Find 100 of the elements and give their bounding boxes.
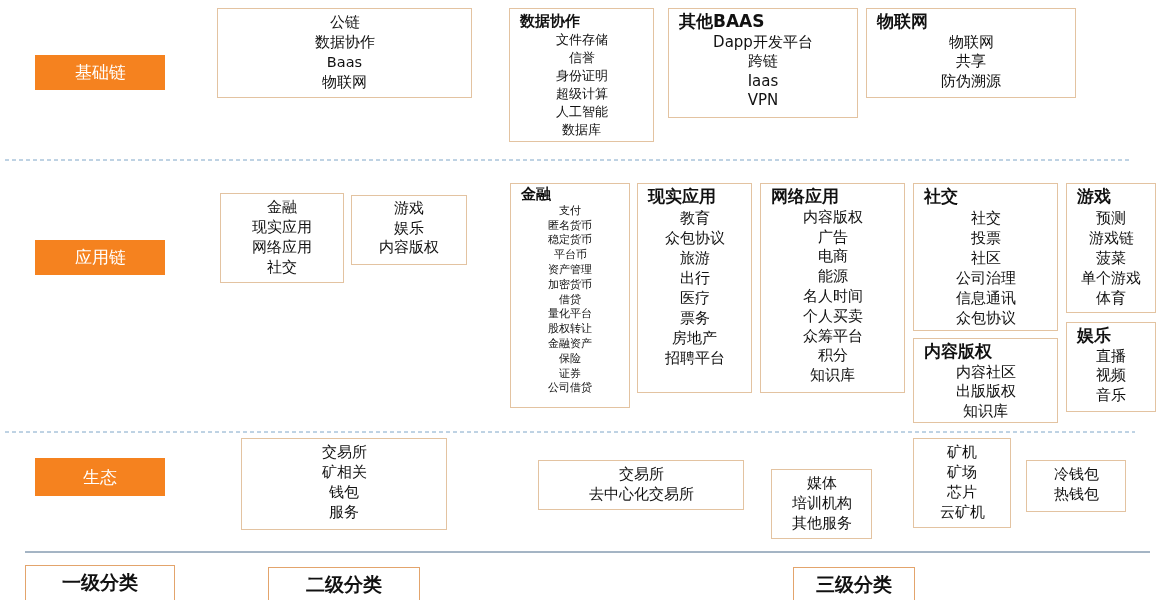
group-heading: 社交: [923, 187, 958, 207]
group-box: [866, 8, 1076, 98]
list-item: 信息通讯: [955, 289, 1016, 308]
list-item: 平台币: [553, 247, 587, 262]
list-item: 防伪溯源: [941, 71, 1001, 91]
group-box: [510, 183, 630, 408]
group-box: [509, 8, 654, 142]
list-item: 服务: [329, 503, 359, 522]
list-item: 股权转让: [548, 321, 592, 336]
list-item: 培训机构: [791, 494, 852, 513]
group-box: [913, 183, 1058, 331]
list-item: 现实应用: [252, 218, 312, 237]
list-item: 单个游戏: [1081, 269, 1141, 288]
list-item: 名人时间: [802, 287, 863, 306]
group-heading: 网络应用: [770, 187, 839, 207]
list-item: 证券: [559, 365, 581, 381]
level-box: [793, 567, 915, 600]
list-item: 媒体: [806, 474, 837, 493]
list-item: 资产管理: [548, 262, 592, 277]
list-item: 矿场: [947, 463, 977, 482]
level-box: [268, 567, 420, 600]
list-item: 热钱包: [1053, 485, 1099, 504]
list-item: 其他服务: [791, 514, 852, 533]
list-item: 加密货币: [548, 276, 592, 292]
list-item: 游戏链: [1088, 229, 1134, 248]
category-tag: [35, 55, 165, 90]
group-heading: 娱乐: [1075, 326, 1111, 346]
group-heading: 现实应用: [646, 187, 716, 207]
list-item: Dapp开发平台: [713, 32, 813, 52]
category-tag: [35, 458, 165, 496]
list-item: 内容社区: [955, 362, 1016, 382]
list-item: 数据协作: [314, 33, 375, 52]
list-item: 出行: [679, 269, 710, 288]
list-item: 共享: [956, 52, 986, 71]
category-label: 生态: [83, 465, 117, 489]
list-item: 稳定货币: [548, 232, 592, 248]
list-item: 广告: [817, 227, 848, 247]
list-item: 跨链: [748, 52, 778, 72]
group-heading: 其他BAAS: [678, 12, 765, 32]
group-heading: 物联网: [875, 12, 928, 32]
group-box: [637, 183, 752, 393]
list-item: 数据库: [562, 121, 601, 139]
list-item: 招聘平台: [664, 349, 725, 368]
category-label: 应用链: [74, 246, 126, 269]
list-item: 娱乐: [394, 218, 424, 238]
list-item: 去中心化交易所: [588, 485, 694, 504]
list-item: 视频: [1096, 366, 1126, 385]
list-item: 公司借贷: [548, 380, 592, 396]
list-item: 知识库: [963, 401, 1008, 421]
list-item: 音乐: [1096, 385, 1126, 405]
list-item: 票务: [679, 309, 710, 328]
list-item: 积分: [817, 346, 848, 366]
list-item: 内容版权: [379, 238, 439, 257]
list-item: 物联网: [322, 73, 367, 92]
list-item: 人工智能: [555, 103, 608, 121]
list-item: 公司治理: [955, 269, 1016, 288]
list-item: 电商: [817, 247, 848, 267]
list-item: 交易所: [618, 465, 664, 484]
group-heading: 游戏: [1076, 187, 1111, 207]
group-box: [668, 8, 858, 118]
list-item: 网络应用: [252, 238, 312, 257]
category-label: 基础链: [74, 61, 126, 84]
list-item: Baas: [326, 53, 363, 72]
list-item: 出版版权: [955, 382, 1016, 401]
list-item: 支付: [559, 202, 581, 218]
list-item: Iaas: [747, 71, 779, 91]
list-item: VPN: [747, 91, 779, 111]
list-item: 芯片: [947, 483, 977, 502]
list-item: 社区: [970, 249, 1001, 268]
list-item: 公链: [329, 13, 360, 32]
list-item: 借贷: [559, 291, 581, 307]
list-item: 矿机: [947, 443, 977, 462]
list-item: 信誉: [568, 49, 595, 67]
level-label: 一级分类: [62, 570, 138, 595]
list-item: 矿相关: [321, 463, 367, 482]
list-item: 超级计算: [555, 85, 608, 103]
list-item: 金融资产: [548, 335, 592, 351]
list-item: 众包协议: [664, 229, 725, 248]
list-item: 身份证明: [555, 67, 608, 85]
list-item: 房地产: [672, 329, 717, 348]
list-item: 众筹平台: [802, 326, 863, 346]
group-heading: 金融: [520, 187, 551, 202]
list-item: 交易所: [321, 443, 367, 462]
list-item: 医疗: [679, 289, 710, 308]
group-box: [760, 183, 905, 393]
list-item: 个人买卖: [802, 306, 863, 326]
list-item: 匿名货币: [548, 217, 592, 233]
list-item: 云矿机: [939, 503, 985, 522]
group-heading: 数据协作: [519, 12, 580, 30]
level-label: 二级分类: [306, 572, 382, 597]
list-item: 教育: [679, 209, 710, 228]
list-item: 社交: [267, 258, 297, 277]
list-item: 冷钱包: [1053, 465, 1099, 484]
group-box: [1066, 183, 1156, 313]
list-item: 直播: [1096, 346, 1126, 366]
list-box: [241, 438, 447, 530]
list-item: 投票: [970, 229, 1001, 248]
list-box: [913, 438, 1011, 528]
list-item: 文件存储: [555, 31, 608, 49]
group-box: [913, 338, 1058, 423]
